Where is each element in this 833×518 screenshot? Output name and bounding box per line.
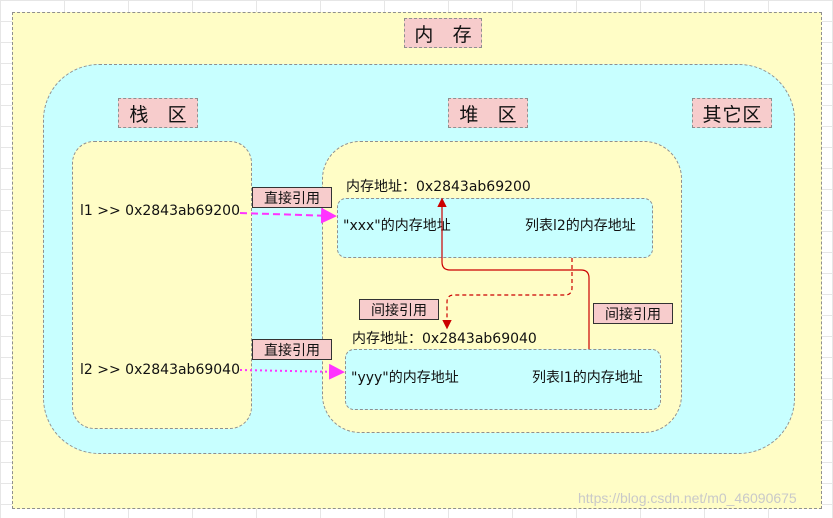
heap-block1: [337, 198, 653, 258]
heap-block1-left-text: "xxx"的内存地址: [343, 218, 451, 234]
other-label: 其它区: [692, 98, 772, 128]
heap-label: 堆 区: [448, 98, 528, 128]
stack-area: [72, 141, 252, 429]
heap-block2: [345, 349, 661, 410]
heap-block1-address: 内存地址：0x2843ab69200: [346, 179, 531, 195]
heap-block2-left-text: "yyy"的内存地址: [351, 370, 459, 386]
heap-block1-right-text: 列表l2的内存地址: [525, 218, 636, 234]
direct-ref-tag-1: 直接引用: [252, 187, 332, 208]
indirect-ref-tag-2: 间接引用: [593, 303, 673, 324]
stack-label: 栈 区: [118, 98, 198, 128]
stack-var-l2: l2 >> 0x2843ab69040: [80, 362, 240, 378]
indirect-arrow-1: [442, 258, 573, 330]
indirect-ref-tag-1: 间接引用: [359, 299, 439, 320]
direct-arrow-l1: [239, 207, 337, 224]
heap-block2-right-text: 列表l1的内存地址: [532, 370, 643, 386]
stack-var-l1: l1 >> 0x2843ab69200: [80, 203, 240, 219]
indirect-arrow-2: [437, 197, 590, 349]
heap-block2-address: 内存地址：0x2843ab69040: [352, 331, 537, 347]
direct-ref-tag-2: 直接引用: [252, 339, 332, 360]
direct-arrow-l2: [239, 363, 345, 380]
memory-title: 内 存: [404, 18, 482, 48]
watermark-text: https://blog.csdn.net/m0_46090675: [578, 490, 797, 506]
